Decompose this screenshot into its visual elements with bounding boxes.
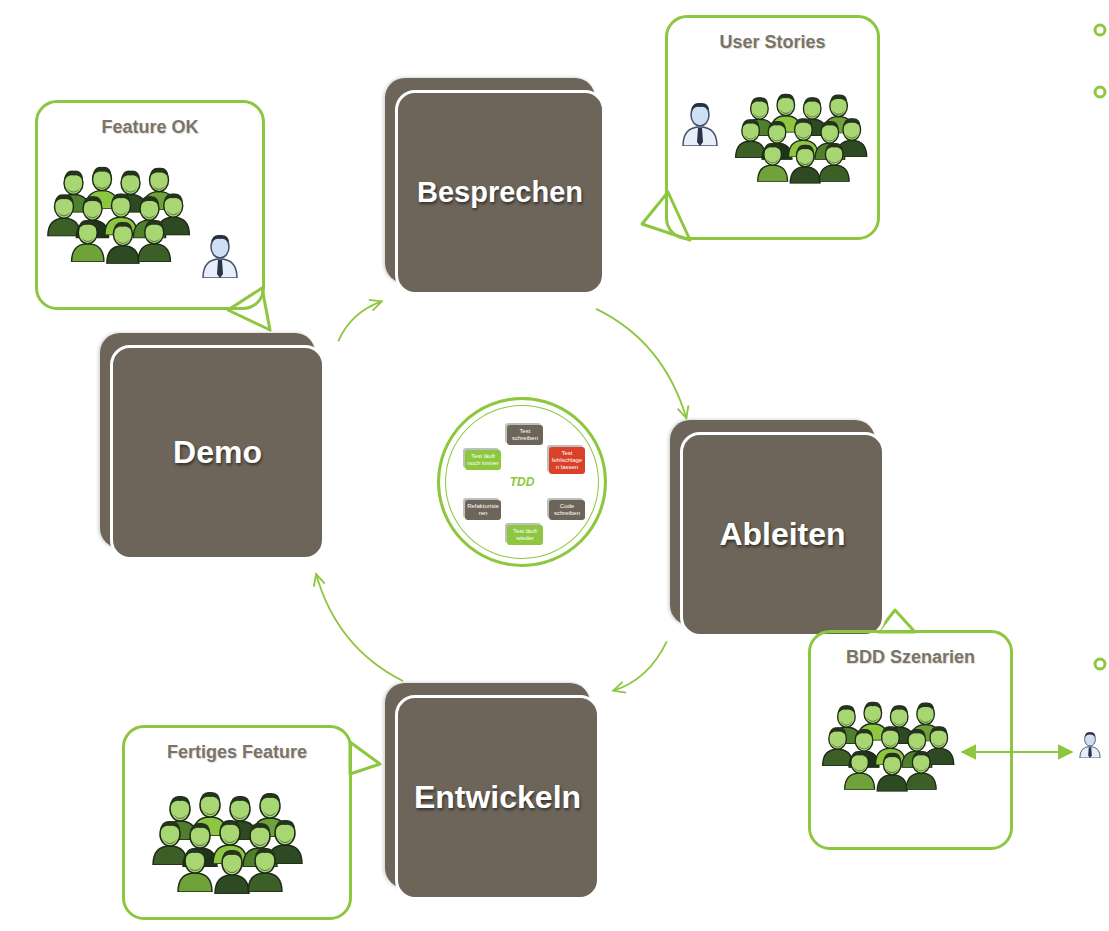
connector-line bbox=[316, 574, 403, 681]
team-figures bbox=[153, 792, 302, 894]
callout-heading: Fertiges Feature bbox=[125, 742, 349, 763]
callout-heading: BDD Szenarien bbox=[811, 647, 1010, 668]
process-box: Besprechen bbox=[395, 90, 605, 295]
box-label: Refaktorisieren bbox=[467, 503, 499, 517]
tdd-cycle: TDD Test schreibenTest fehlschlagen lasse… bbox=[437, 397, 607, 567]
process-box: Demo bbox=[110, 345, 325, 560]
bullet-marker bbox=[1095, 25, 1105, 669]
owner-figure bbox=[203, 235, 237, 278]
tdd-step: Test fehlschlagen lassen bbox=[549, 447, 585, 474]
box-label: Test läuft wieder bbox=[509, 528, 541, 542]
team-figures bbox=[823, 702, 954, 792]
box-label: Besprechen bbox=[417, 176, 583, 209]
speech-callout: Feature OK bbox=[35, 100, 265, 310]
process-box: Ableiten bbox=[680, 432, 885, 637]
flow-arrow bbox=[613, 641, 667, 692]
callout-tail bbox=[350, 742, 380, 774]
box-label: Test läuft noch immer bbox=[467, 453, 499, 467]
flow-arrow bbox=[338, 300, 382, 342]
arrow-head bbox=[678, 405, 689, 418]
team-figures bbox=[48, 167, 190, 264]
speech-callout: BDD Szenarien bbox=[808, 630, 1013, 850]
process-box: Entwickeln bbox=[395, 695, 600, 900]
exchange-arrow bbox=[962, 751, 1072, 753]
tdd-step: Test läuft noch immer bbox=[465, 450, 501, 470]
connector-line bbox=[596, 309, 686, 418]
arrow-head bbox=[369, 300, 382, 311]
owner-figure bbox=[1080, 732, 1100, 758]
arrow-head bbox=[613, 682, 626, 693]
box-label: Demo bbox=[173, 434, 262, 471]
speech-callout: Fertiges Feature bbox=[122, 725, 352, 920]
tdd-step: Test schreiben bbox=[507, 425, 543, 445]
team-figures bbox=[736, 94, 867, 184]
speech-callout: User Stories bbox=[665, 15, 880, 240]
tdd-step: Code schreiben bbox=[549, 500, 585, 520]
callout-heading: Feature OK bbox=[38, 117, 262, 138]
callout-heading: User Stories bbox=[668, 32, 877, 53]
cycle-label: TDD bbox=[510, 475, 535, 489]
owner-figure bbox=[683, 103, 717, 146]
box-label: Test schreiben bbox=[509, 428, 541, 442]
box-label: Code schreiben bbox=[551, 503, 583, 517]
flow-arrow bbox=[596, 309, 688, 418]
box-label: Ableiten bbox=[719, 516, 845, 553]
tdd-step: Test läuft wieder bbox=[507, 525, 543, 545]
box-label: Test fehlschlagen lassen bbox=[551, 450, 583, 471]
tdd-step: Refaktorisieren bbox=[465, 500, 501, 520]
arrow-head bbox=[314, 574, 325, 587]
box-label: Entwickeln bbox=[414, 779, 581, 816]
flow-arrow bbox=[314, 574, 403, 681]
